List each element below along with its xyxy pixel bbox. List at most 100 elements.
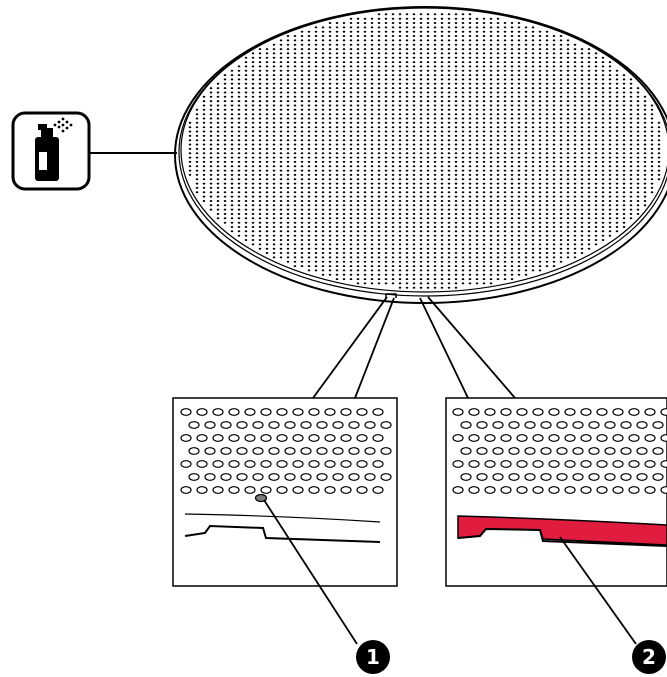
disc-hole — [377, 230, 381, 233]
disc-hole — [265, 134, 269, 137]
disc-hole — [300, 65, 304, 68]
disc-hole — [545, 260, 549, 263]
detail-hole — [260, 460, 272, 468]
disc-hole — [587, 91, 591, 94]
disc-hole — [300, 252, 304, 254]
detail-hole — [508, 473, 520, 481]
disc-hole — [265, 243, 269, 246]
disc-hole — [454, 17, 458, 20]
disc-hole — [454, 182, 458, 185]
disc-hole — [342, 108, 346, 111]
disc-hole — [279, 247, 283, 250]
disc-hole — [468, 278, 472, 281]
disc-hole — [580, 126, 584, 129]
disc-hole — [286, 195, 290, 198]
disc-hole — [580, 65, 584, 68]
disc-hole — [349, 82, 353, 85]
disc-hole — [314, 78, 318, 81]
disc-hole — [384, 195, 388, 198]
disc-hole — [356, 265, 360, 268]
disc-hole — [433, 252, 437, 254]
disc-hole — [349, 260, 353, 263]
disc-hole — [510, 130, 514, 133]
disc-hole — [461, 186, 465, 189]
disc-hole — [440, 22, 444, 24]
disc-hole — [251, 213, 255, 215]
disc-hole — [447, 156, 451, 159]
disc-hole — [349, 100, 353, 103]
disc-hole — [496, 156, 500, 159]
disc-hole — [230, 143, 234, 146]
disc-hole — [650, 126, 654, 129]
disc-hole — [489, 91, 493, 94]
disc-hole — [398, 252, 402, 254]
disc-hole — [580, 226, 584, 228]
disc-hole — [370, 74, 374, 77]
disc-hole — [258, 221, 262, 224]
detail-hole — [348, 473, 360, 481]
detail-hole — [508, 421, 520, 429]
disc-hole — [391, 195, 395, 198]
disc-hole — [300, 113, 304, 116]
disc-hole — [545, 139, 549, 142]
disc-hole — [461, 74, 465, 77]
disc-hole — [615, 147, 619, 150]
disc-hole — [454, 100, 458, 103]
disc-hole — [363, 87, 367, 90]
disc-hole — [461, 195, 465, 198]
detail-hole — [644, 434, 656, 442]
disc-hole — [419, 39, 423, 42]
disc-hole — [559, 200, 563, 202]
disc-hole — [223, 156, 227, 159]
disc-hole — [440, 108, 444, 111]
disc-hole — [321, 130, 325, 133]
disc-hole — [209, 195, 213, 198]
disc-hole — [342, 243, 346, 246]
disc-hole — [433, 243, 437, 246]
detail-hole — [492, 447, 504, 455]
disc-hole — [279, 43, 283, 46]
disc-hole — [489, 221, 493, 224]
disc-hole — [433, 165, 437, 168]
disc-hole — [391, 178, 395, 181]
disc-hole — [342, 252, 346, 254]
disc-hole — [594, 234, 598, 237]
disc-hole — [482, 26, 486, 29]
disc-hole — [447, 95, 451, 98]
disc-hole — [279, 182, 283, 185]
disc-hole — [412, 282, 416, 285]
disc-hole — [622, 113, 626, 116]
disc-hole — [405, 117, 409, 120]
disc-hole — [419, 26, 423, 29]
disc-hole — [517, 143, 521, 146]
disc-hole — [286, 139, 290, 142]
disc-hole — [447, 117, 451, 120]
disc-hole — [377, 39, 381, 42]
disc-hole — [342, 239, 346, 241]
disc-hole — [293, 104, 297, 107]
disc-hole — [559, 165, 563, 168]
disc-hole — [629, 186, 633, 189]
disc-hole — [545, 204, 549, 207]
disc-hole — [412, 230, 416, 233]
disc-hole — [307, 160, 311, 163]
disc-hole — [363, 113, 367, 116]
disc-hole — [398, 100, 402, 103]
disc-hole — [573, 143, 577, 146]
detail-hole — [276, 408, 288, 416]
disc-hole — [342, 43, 346, 46]
disc-hole — [244, 230, 248, 233]
disc-hole — [300, 139, 304, 142]
disc-hole — [433, 234, 437, 237]
disc-hole — [349, 234, 353, 237]
disc-hole — [405, 243, 409, 246]
disc-hole — [300, 239, 304, 241]
disc-hole — [489, 26, 493, 29]
disc-hole — [524, 230, 528, 233]
detail-hole — [564, 408, 576, 416]
disc-hole — [496, 43, 500, 46]
disc-hole — [391, 147, 395, 150]
disc-hole — [328, 65, 332, 68]
disc-hole — [433, 239, 437, 241]
disc-hole — [601, 217, 605, 220]
